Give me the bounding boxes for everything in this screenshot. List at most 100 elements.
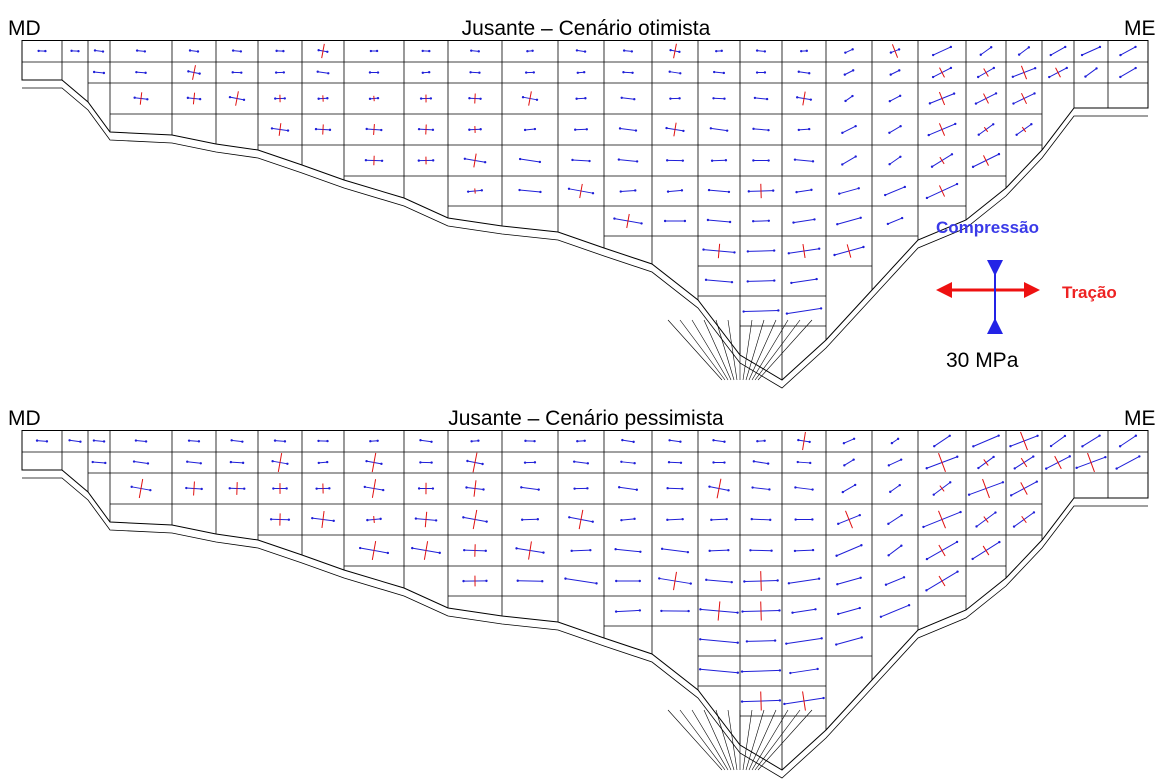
compression-vector-end [200, 487, 203, 491]
compression-vector-end [1115, 467, 1118, 470]
compression-vector-end [1095, 67, 1098, 70]
compression-vector-end [736, 611, 739, 614]
mesh-fan-line [667, 709, 723, 771]
compression-vector [837, 217, 861, 225]
compression-vector-end [363, 485, 367, 489]
compression-vector-end [702, 248, 705, 251]
compression-vector-end [1048, 75, 1051, 79]
compression-vector [743, 309, 779, 313]
compression-vector-end [898, 94, 902, 98]
compression-vector-end [325, 460, 329, 464]
compression-vector-end [998, 540, 1001, 544]
compression-vector-end [817, 247, 821, 250]
compression-vector-end [430, 440, 433, 443]
compression-vector-end [841, 490, 845, 494]
compression-vector-end [143, 50, 147, 53]
mesh-fan-line [703, 319, 732, 381]
compression-vector-end [668, 70, 671, 73]
compression-vector-end [752, 220, 755, 223]
compression-vector-end [907, 604, 911, 607]
compression-vector-end [795, 96, 799, 99]
compression-vector-end [521, 95, 525, 99]
compression-vector [318, 461, 328, 464]
compression-vector-end [712, 97, 715, 100]
tension-vector [717, 601, 721, 621]
tension-vector [278, 123, 282, 136]
compression-vector-end [317, 48, 320, 52]
compression-vector-end [463, 548, 466, 552]
compression-vector [791, 278, 817, 284]
compression-vector-end [480, 189, 484, 192]
compression-vector-end [949, 66, 953, 70]
compression-vector [980, 46, 992, 56]
compression-vector [747, 280, 775, 282]
compression-vector-end [620, 518, 623, 522]
tension-vector [1054, 455, 1062, 470]
mesh-fan-line [691, 709, 729, 771]
compression-vector [754, 97, 768, 100]
compression-vector-end [380, 462, 383, 466]
compression-vector [797, 461, 811, 464]
compression-vector-end [483, 161, 487, 164]
compression-vector [795, 486, 813, 491]
compression-vector-end [1081, 445, 1084, 448]
compression-vector-end [427, 71, 431, 74]
compression-vector-end [997, 152, 1001, 156]
mesh-fan-line [751, 319, 789, 381]
tension-vector [473, 153, 477, 168]
compression-vector [1050, 435, 1066, 447]
tension-vector [939, 485, 945, 492]
tension-vector [528, 541, 532, 560]
tension-vector [760, 601, 762, 621]
tension-vector [982, 478, 990, 499]
compression-vector-end [787, 252, 791, 255]
mesh-fan-line [679, 709, 726, 771]
compression-vector-end [859, 576, 862, 579]
compression-vector [798, 71, 810, 74]
compression-vector-end [466, 190, 470, 193]
compression-vector [700, 638, 738, 644]
compression-vector-end [419, 97, 423, 100]
compression-vector-end [789, 671, 792, 675]
compression-vector-end [838, 192, 841, 195]
compression-vector [757, 50, 765, 52]
compression-vector-end [992, 66, 996, 70]
compression-vector-end [198, 97, 202, 101]
compression-vector-end [419, 439, 422, 442]
tension-vector [578, 509, 584, 530]
mesh-fan-line [691, 319, 729, 381]
compression-vector-end [816, 667, 819, 671]
compression-vector-end [976, 75, 980, 79]
compression-vector-end [765, 97, 769, 101]
compression-vector [622, 439, 634, 443]
compression-vector-end [614, 610, 618, 613]
compression-vector-end [948, 434, 951, 437]
compression-vector-end [722, 71, 726, 75]
compression-vector-end [518, 157, 522, 161]
compression-vector-end [785, 312, 789, 315]
compression-vector [888, 545, 902, 556]
compression-vector-end [45, 440, 49, 443]
tension-vector [938, 185, 946, 197]
compression-vector-end [686, 550, 690, 554]
compression-vector-end [974, 102, 978, 105]
compression-vector-end [931, 75, 935, 79]
compression-vector-end [326, 97, 329, 100]
compression-vector-end [971, 557, 974, 561]
compression-vector-end [327, 72, 330, 75]
compression-vector-end [805, 49, 808, 53]
compression-vector-end [808, 72, 811, 75]
compression-vector-end [429, 97, 433, 100]
compression-vector [616, 609, 640, 613]
compression-vector-end [239, 50, 243, 53]
compression-vector-end [844, 51, 847, 54]
compression-vector-end [1030, 123, 1033, 126]
tension-vector [371, 479, 377, 498]
compression-vector-end [104, 461, 107, 465]
compression-vector-end [130, 485, 133, 489]
compression-vector-end [568, 516, 571, 519]
compression-vector-end [470, 440, 473, 443]
compression-vector-end [311, 516, 314, 520]
mesh-fan-line [715, 709, 735, 771]
tension-vector [473, 480, 477, 497]
